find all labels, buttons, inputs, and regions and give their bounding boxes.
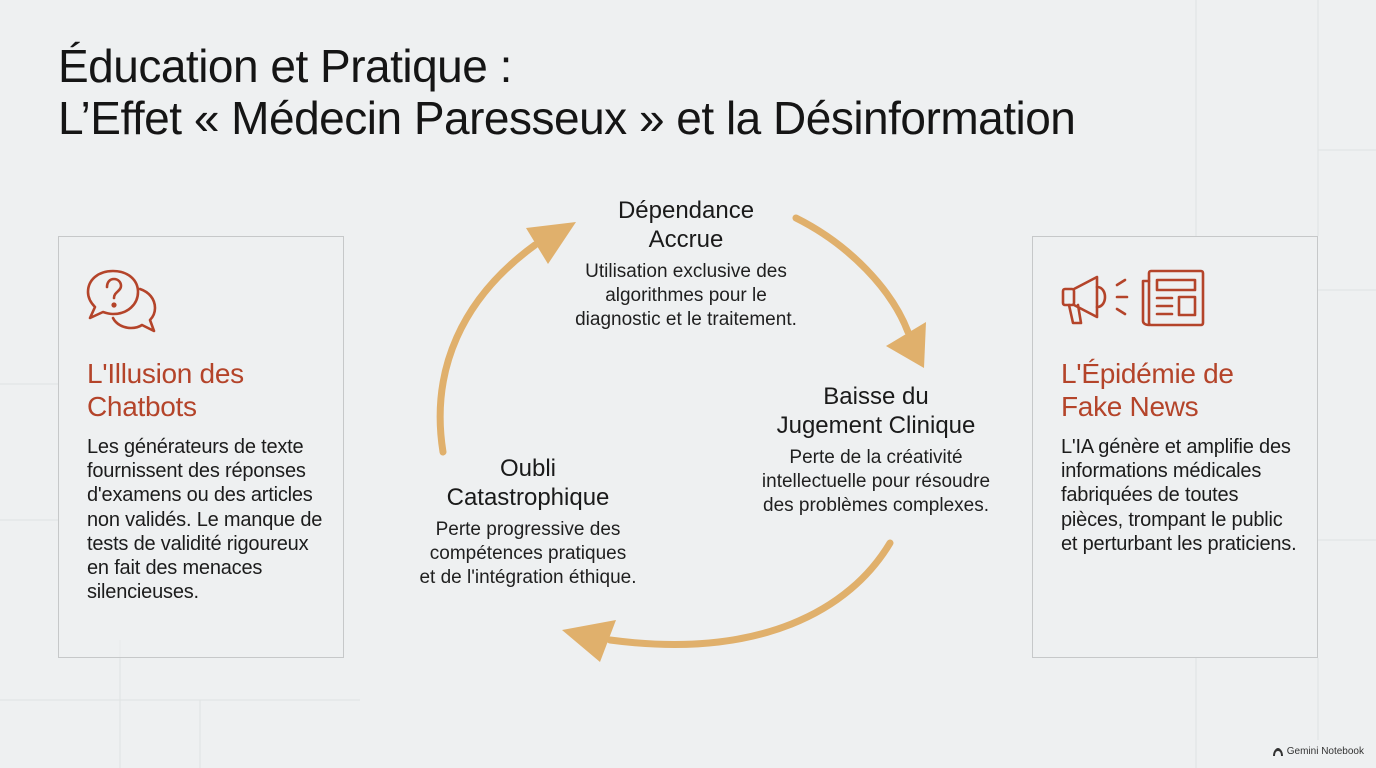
- brand-label: Gemini Notebook: [1286, 746, 1364, 757]
- fake-news-card: L'Épidémie de Fake News L'IA génère et a…: [1032, 236, 1318, 658]
- newspaper-icon: [1141, 269, 1205, 327]
- brand-logo-icon: [1272, 747, 1283, 756]
- chatbots-card-text: Les générateurs de texte fournissent des…: [87, 436, 323, 604]
- arrow-top-right: [792, 214, 912, 336]
- arrow-bottom: [606, 539, 894, 648]
- page-title: Éducation et Pratique : L’Effet « Médeci…: [58, 40, 1076, 144]
- cycle-node-title: Baisse du Jugement Clinique: [776, 383, 976, 439]
- cycle-node-dependance: Dépendance Accrue Utilisation exclusive …: [536, 196, 836, 332]
- fake-news-card-title: L'Épidémie de Fake News: [1061, 358, 1234, 422]
- cycle-node-oubli: Oubli Catastrophique Perte progressive d…: [378, 454, 678, 590]
- chatbots-card: L'Illusion des Chatbots Les générateurs …: [58, 236, 344, 658]
- megaphone-icon: [1061, 275, 1129, 325]
- cycle-node-desc: Perte progressive des compétences pratiq…: [419, 519, 637, 588]
- arrowhead-top-right: [886, 322, 926, 368]
- chatbots-card-title: L'Illusion des Chatbots: [87, 358, 244, 422]
- arrowhead-bottom: [562, 620, 616, 662]
- cycle-node-title: Dépendance Accrue: [617, 197, 755, 253]
- arrowhead-left: [526, 222, 576, 264]
- chat-question-icon: [85, 267, 161, 348]
- fake-news-icons: [1059, 267, 1209, 336]
- brand-watermark: Gemini Notebook: [1272, 746, 1364, 757]
- cycle-node-desc: Utilisation exclusive des algorithmes po…: [575, 261, 797, 330]
- title-line-1: Éducation et Pratique :: [58, 40, 512, 92]
- arrow-left: [436, 241, 539, 456]
- title-line-2: L’Effet « Médecin Paresseux » et la Dési…: [58, 92, 1076, 144]
- cycle-node-title: Oubli Catastrophique: [446, 455, 610, 511]
- cycle-node-desc: Perte de la créativité intellectuelle po…: [761, 447, 991, 516]
- cycle-node-jugement: Baisse du Jugement Clinique Perte de la …: [726, 382, 1026, 518]
- fake-news-card-text: L'IA génère et amplifie des informations…: [1061, 436, 1297, 555]
